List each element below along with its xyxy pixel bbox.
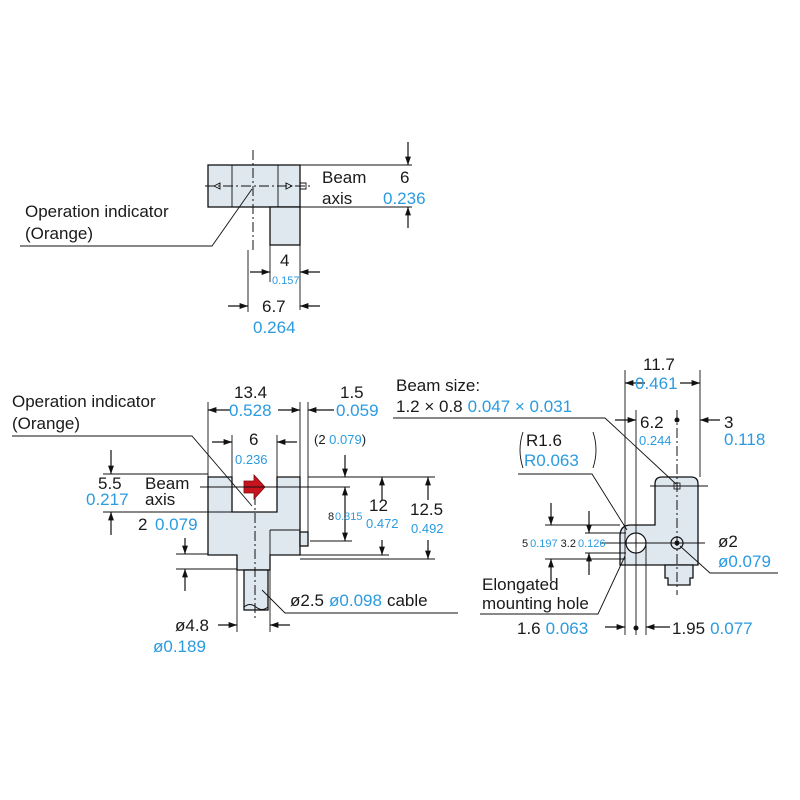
dim-6-7-in: 0.264	[253, 318, 296, 337]
dim-2-mm: 2	[138, 515, 147, 534]
beam-size-label: Beam size:	[396, 376, 480, 395]
elongated-label-1: Elongated	[482, 575, 559, 594]
dim-6-7-mm: 6.7	[262, 297, 286, 316]
front-tab	[299, 531, 309, 547]
elongated-label-2: mounting hole	[482, 594, 589, 613]
dim-1-5-mm: 1.5	[340, 383, 364, 402]
dim-11-7-in: 0.461	[635, 374, 678, 393]
dim-6-2-mm: 6.2	[640, 413, 664, 432]
dim-8-in: 0.315	[335, 511, 363, 523]
dim-4-8-mm: ø4.8	[175, 616, 209, 635]
operation-indicator-color: (Orange)	[12, 414, 80, 433]
dim-5-5-mm: 5.5	[98, 474, 122, 493]
dim-6-mm: 6	[400, 168, 409, 187]
dim-3-mm: 3	[724, 413, 733, 432]
dim-4-mm: 4	[280, 251, 289, 270]
dim-13-4-in: 0.528	[229, 401, 272, 420]
dim-12-5-mm: 12.5	[410, 500, 443, 519]
dim-12-5-in: 0.492	[411, 521, 444, 536]
radius-mm: R1.6	[526, 431, 562, 450]
axis-label: axis	[322, 189, 352, 208]
radius-in: R0.063	[524, 451, 579, 470]
dim-4-in: 0.157	[272, 275, 300, 287]
dim-4-8-in: ø0.189	[153, 637, 206, 656]
beam-label: Beam	[145, 474, 189, 493]
dim-13-4-mm: 13.4	[234, 383, 267, 402]
dim-1-5-in: 0.059	[336, 401, 379, 420]
dim-6-2-in: 0.244	[639, 433, 672, 448]
dim-11-7-mm: 11.7	[643, 355, 675, 374]
top-leg	[269, 206, 301, 246]
dim-6-in: 0.236	[235, 452, 268, 467]
operation-indicator-label: Operation indicator	[12, 392, 156, 411]
axis-label: axis	[145, 490, 175, 509]
dim-2-paren: (2 0.079)	[314, 432, 366, 447]
operation-indicator-label: Operation indicator	[25, 202, 169, 221]
operation-indicator-color: (Orange)	[25, 224, 93, 243]
beam-label: Beam	[322, 168, 366, 187]
dim-8-mm: 8	[328, 511, 334, 523]
dim-12-mm: 12	[369, 496, 388, 515]
dim-2-in: 0.079	[155, 515, 198, 534]
side-view: 11.7 0.461 6.2 0.244 3 0.118 Beam size: …	[393, 355, 778, 638]
dim-5-5-in: 0.217	[86, 490, 129, 509]
hole-dim-in: ø0.079	[718, 552, 771, 571]
dim-6-in: 0.236	[383, 189, 426, 208]
dim-3-in: 0.118	[724, 430, 765, 449]
cable	[243, 569, 269, 611]
top-view: Beam axis 6 0.236 Operation indicator (O…	[20, 142, 426, 337]
dim-12-in: 0.472	[366, 516, 399, 531]
hole-dim-mm: ø2	[718, 532, 738, 551]
side-connector	[664, 564, 694, 586]
front-view: 13.4 0.528 1.5 0.059 6 0.236 (2 0.079) 8…	[12, 383, 458, 656]
dim-6-mm: 6	[249, 430, 258, 449]
